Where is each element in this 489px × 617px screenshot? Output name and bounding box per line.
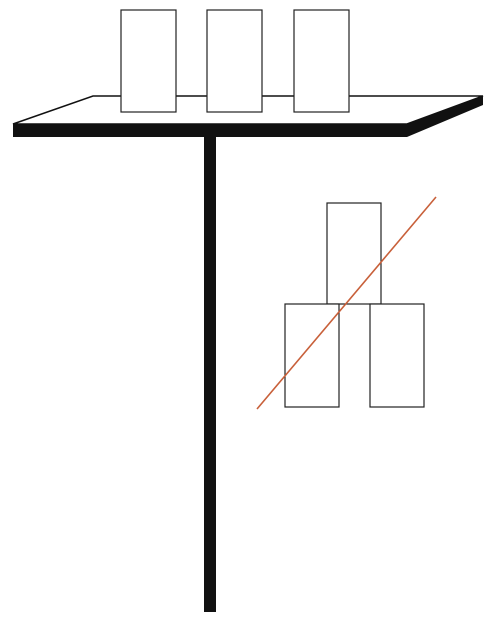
shelf-box-1 bbox=[121, 10, 176, 112]
shelf-box-2 bbox=[207, 10, 262, 112]
side-stack-box-bottom-right bbox=[370, 304, 424, 407]
side-stack-box-top bbox=[327, 203, 381, 304]
side-stack-box-bottom-left bbox=[285, 304, 339, 407]
shelf-box-3 bbox=[294, 10, 349, 112]
shelf-boxes bbox=[121, 10, 349, 112]
table-leg bbox=[204, 137, 216, 612]
